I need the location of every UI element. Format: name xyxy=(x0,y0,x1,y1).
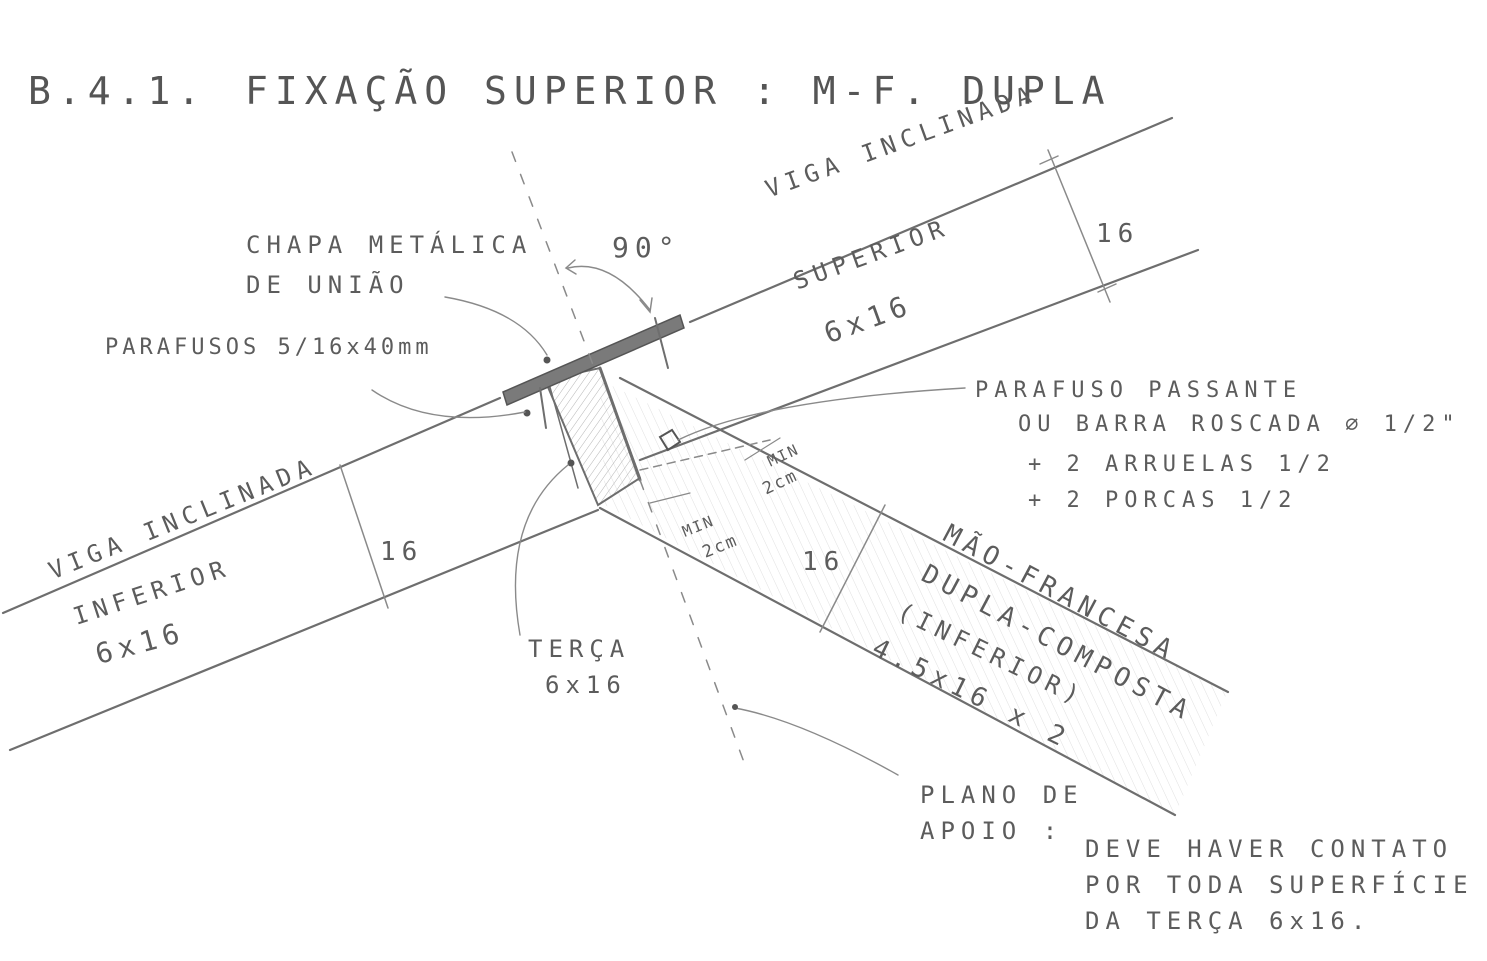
dim-lower-beam xyxy=(339,464,389,609)
lower-beam-bottom-edge xyxy=(8,508,600,752)
leader-plano xyxy=(734,707,899,776)
dim-brace xyxy=(819,504,886,633)
upper-beam-bottom-edge xyxy=(638,248,1200,462)
leader-chapa xyxy=(444,296,548,356)
screw-2 xyxy=(654,317,669,369)
screw-head-3 xyxy=(567,459,575,467)
label-chapa-line-2: DE UNIÃO xyxy=(246,271,410,299)
lower-beam-top-edge xyxy=(1,396,502,615)
purlin-right-edge xyxy=(598,366,642,482)
through-bolt xyxy=(658,428,682,452)
label-note-line-2: POR TODA SUPERFÍCIE xyxy=(1085,871,1474,899)
leader-terca xyxy=(514,464,569,636)
leader-parafusos xyxy=(371,389,526,419)
label-bolt-line-3: + 2 ARRUELAS 1/2 xyxy=(1028,452,1336,477)
screw-head-1 xyxy=(543,356,551,364)
brace-fill xyxy=(600,380,1228,815)
brace-bottom-edge xyxy=(598,506,1177,817)
angle-arc xyxy=(567,265,651,311)
label-purlin-line-1: TERÇA xyxy=(528,635,631,663)
label-dim-lower: 16 xyxy=(380,537,424,567)
purlin-left-edge xyxy=(547,379,579,489)
plano-dot xyxy=(732,704,738,710)
label-dim-brace: 16 xyxy=(802,547,846,577)
label-screws: PARAFUSOS 5/16x40mm xyxy=(105,335,433,360)
axis-upper-dashed xyxy=(511,151,596,371)
label-bolt-line-4: + 2 PORCAS 1/2 xyxy=(1028,488,1298,513)
angle-arrow-right xyxy=(639,297,653,314)
label-bolt-line-1: PARAFUSO PASSANTE xyxy=(975,378,1303,403)
dim-upper-tick-2 xyxy=(1097,283,1117,293)
label-plane-line-1: PLANO DE xyxy=(920,781,1084,809)
label-bolt-line-2: OU BARRA ROSCADA ∅ 1/2" xyxy=(1018,412,1461,437)
leader-passante xyxy=(677,387,966,441)
label-chapa-line-1: CHAPA METÁLICA xyxy=(246,231,533,259)
label-purlin-line-2: 6x16 xyxy=(545,671,627,699)
dim-min-b xyxy=(649,492,691,504)
label-note-line-1: DEVE HAVER CONTATO xyxy=(1085,835,1454,863)
angle-arrow-left xyxy=(564,259,577,275)
page-title: FIXAÇÃO SUPERIOR : M-F. DUPLA xyxy=(245,69,1112,113)
label-plane-line-2: APOIO : xyxy=(920,817,1064,845)
dim-upper-beam xyxy=(1047,149,1111,303)
bolt-dash xyxy=(639,439,771,471)
label-angle: 90° xyxy=(612,231,681,264)
label-note-line-3: DA TERÇA 6x16. xyxy=(1085,907,1372,935)
dim-min-a xyxy=(744,437,781,461)
dim-upper-tick-1 xyxy=(1039,155,1059,165)
screw-head-2 xyxy=(523,409,531,417)
metal-plate xyxy=(502,313,685,407)
upper-beam-top-edge xyxy=(688,116,1174,324)
axis-lower-dashed xyxy=(639,479,746,766)
label-dim-upper: 16 xyxy=(1096,219,1140,249)
screw-1 xyxy=(539,387,547,429)
brace-top-edge xyxy=(618,376,1230,694)
figure-number: B.4.1. xyxy=(28,69,208,113)
